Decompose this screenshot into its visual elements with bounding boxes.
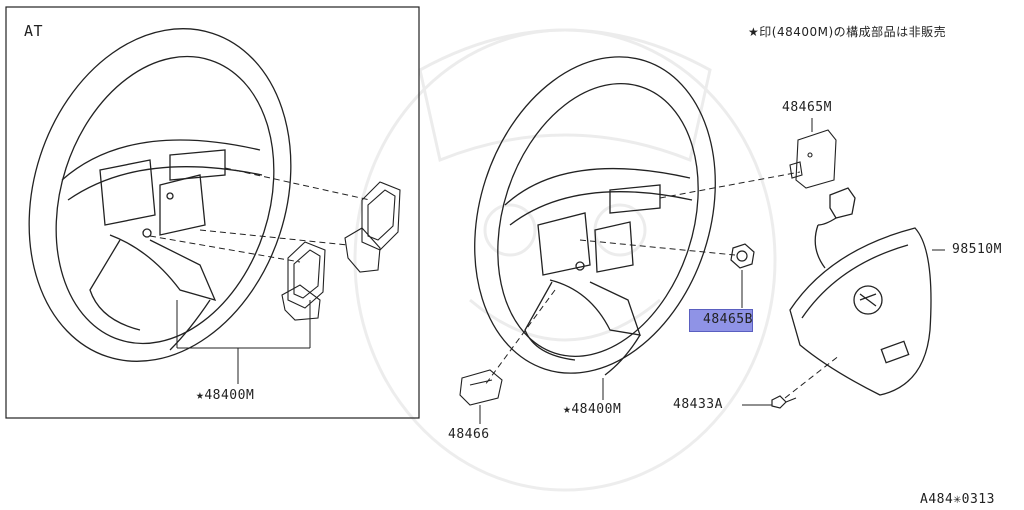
airbag-98510M: [789, 187, 945, 396]
watermark-emblem: [353, 28, 777, 492]
label-48466: 48466: [448, 427, 490, 442]
inset-box: [5, 6, 420, 419]
label-48465M: 48465M: [782, 100, 832, 115]
label-48433A: 48433A: [673, 397, 723, 412]
label-48465B: 48465B: [703, 312, 753, 327]
cover-48466: [459, 369, 503, 424]
highlight-48465B: [689, 309, 753, 332]
inset-switch-assemblies: [281, 181, 401, 321]
inset-label: AT: [24, 22, 44, 40]
label-48400M: ★48400M: [563, 402, 622, 417]
bracket-48465M: [789, 118, 837, 189]
nut-48465B: [730, 243, 755, 308]
inset-callout-bracket: [176, 300, 311, 384]
inset-callout-label: ★48400M: [196, 388, 255, 403]
figure-code: A484✳0313: [920, 492, 995, 507]
label-98510M: 98510M: [952, 242, 1002, 257]
inset-steering-wheel: [28, 28, 292, 362]
inset-dashed-leaders: [149, 167, 371, 263]
bolt-48433A: [742, 395, 797, 409]
main-dashed-leaders: [484, 171, 841, 399]
note-text: ★印(48400M)の構成部品は非販売: [748, 25, 947, 39]
main-steering-wheel: [474, 56, 716, 376]
